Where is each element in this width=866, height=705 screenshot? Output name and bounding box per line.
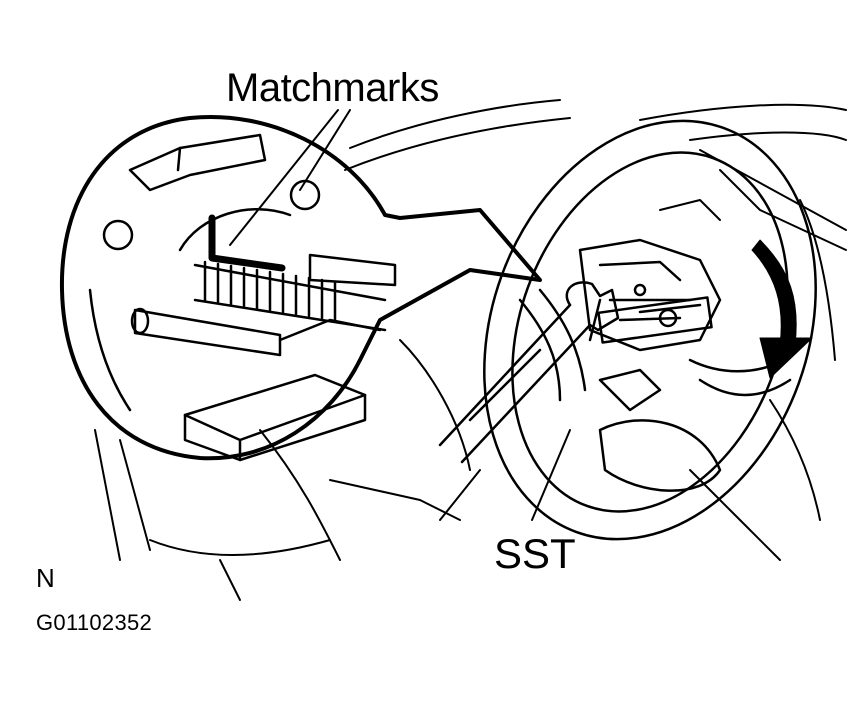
sst-label: SST — [494, 530, 576, 577]
steering-wheel — [483, 119, 817, 541]
wrench — [438, 281, 620, 464]
matchmarks-label: Matchmarks — [226, 66, 439, 110]
dashboard-outline — [94, 99, 847, 601]
sst-leader-line — [531, 429, 571, 521]
magnified-detail — [88, 133, 397, 462]
match-mark — [208, 214, 286, 272]
matchmarks-leader-lines — [229, 109, 351, 246]
rotation-arrow-icon — [751, 239, 813, 379]
view-code-label: N — [36, 563, 55, 593]
figure-id-label: G01102352 — [36, 610, 153, 635]
magnified-callout — [59, 115, 542, 461]
